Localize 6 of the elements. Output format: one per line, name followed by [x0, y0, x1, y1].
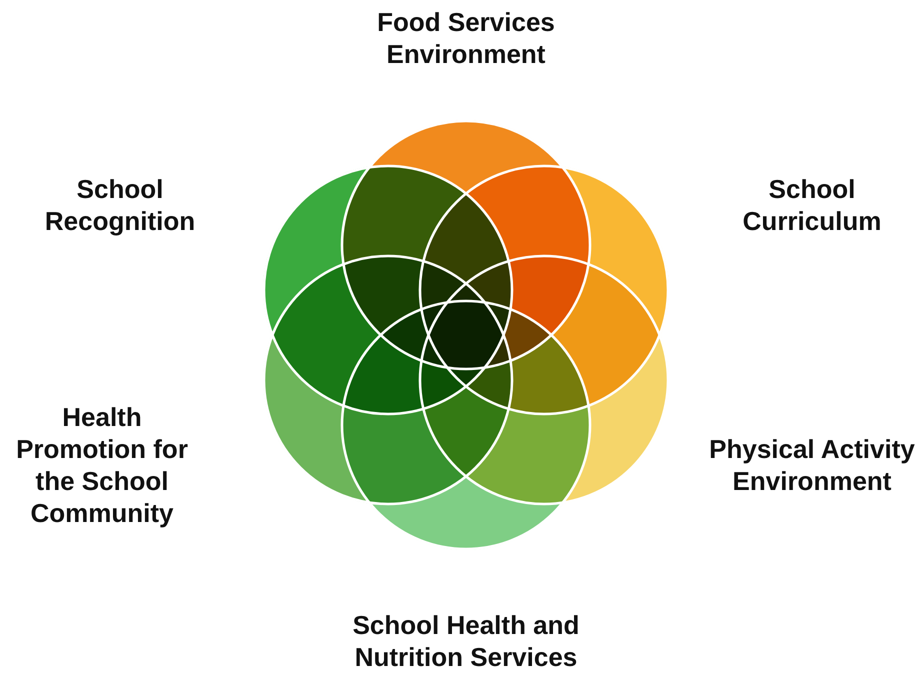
circle-label: School Recognition: [44, 173, 196, 237]
circle-label: Physical Activity Environment: [708, 433, 916, 497]
circle-label: School Curriculum: [742, 173, 882, 237]
circle-label: School Health and Nutrition Services: [352, 609, 580, 673]
circle-label: Food Services Environment: [376, 6, 556, 70]
circle-label: Health Promotion for the School Community: [15, 401, 189, 529]
